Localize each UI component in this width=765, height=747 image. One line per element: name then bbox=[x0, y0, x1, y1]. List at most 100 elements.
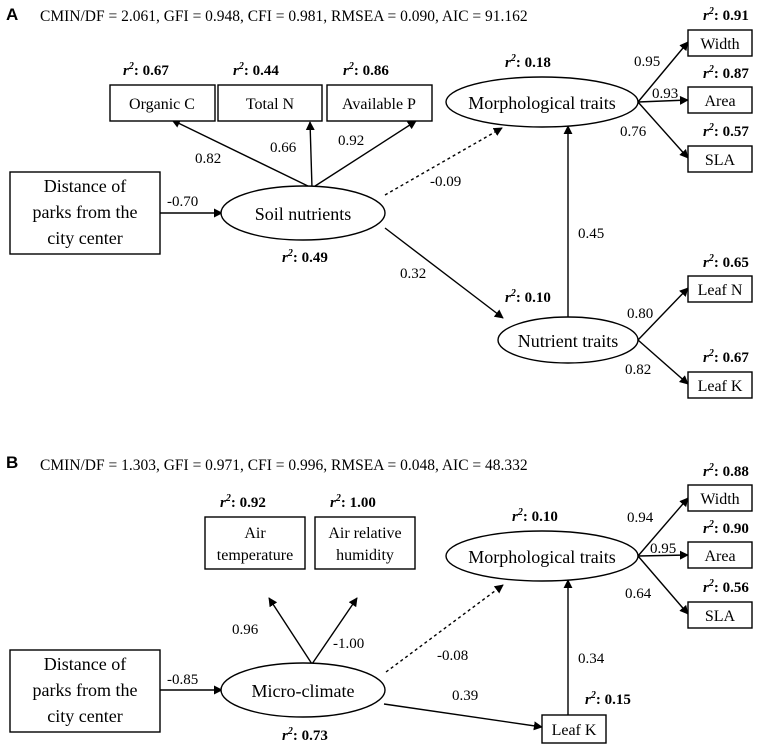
morph-ellipse-b bbox=[445, 530, 639, 582]
air-humidity-line-1: Air relative bbox=[328, 525, 401, 542]
leaf-k-box-a bbox=[687, 371, 753, 399]
distance-box-b bbox=[9, 649, 161, 733]
distance-line-3-b: city center bbox=[47, 706, 122, 726]
soil-nutrients-ellipse bbox=[220, 185, 386, 241]
arrow-morph-width bbox=[637, 41, 689, 103]
r2-width-b: r2: 0.88 bbox=[703, 462, 749, 480]
arrow-morph-width-b bbox=[637, 497, 689, 557]
coef-morph-area-a: 0.93 bbox=[652, 86, 678, 102]
micro-climate-label: Micro-climate bbox=[252, 681, 355, 701]
arrow-morph-sla bbox=[637, 101, 689, 159]
r2-leaf-k-b: r2: 0.15 bbox=[585, 690, 631, 708]
r2-sla-a: r2: 0.57 bbox=[703, 122, 749, 140]
area-box-b bbox=[687, 541, 753, 569]
arrow-soil-availp bbox=[311, 120, 417, 189]
air-temperature-line-1: Air bbox=[244, 525, 266, 542]
morph-label-a: Morphological traits bbox=[468, 93, 615, 113]
panel-b-fit-indices: CMIN/DF = 1.303, GFI = 0.971, CFI = 0.99… bbox=[40, 457, 528, 474]
available-p-box bbox=[326, 84, 433, 122]
r2-leaf-n-a: r2: 0.65 bbox=[703, 253, 749, 271]
arrow-soil-totaln bbox=[305, 121, 315, 189]
r2-width-a: r2: 0.91 bbox=[703, 6, 749, 24]
r2-sla-b: r2: 0.56 bbox=[703, 578, 749, 596]
coef-morph-sla-b: 0.64 bbox=[625, 586, 652, 602]
air-temperature-box bbox=[204, 516, 306, 570]
nutrient-traits-ellipse bbox=[497, 316, 639, 364]
r2-organic: r2: 0.67 bbox=[123, 61, 169, 79]
coef-morph-width-b: 0.94 bbox=[627, 510, 654, 526]
panel-b-letter: B bbox=[6, 453, 18, 472]
total-n-box bbox=[217, 84, 323, 122]
panel-b: B CMIN/DF = 1.303, GFI = 0.971, CFI = 0.… bbox=[6, 453, 753, 744]
arrow-soil-nutrient bbox=[384, 227, 504, 319]
distance-line-2-b: parks from the bbox=[33, 680, 138, 700]
organic-c-box bbox=[109, 84, 216, 122]
coef-nutrient-leafk: 0.82 bbox=[625, 362, 651, 378]
arrow-soil-organic bbox=[171, 119, 313, 189]
distance-line-2: parks from the bbox=[33, 202, 138, 222]
area-label-b: Area bbox=[704, 548, 735, 565]
panel-a-fit-indices: CMIN/DF = 2.061, GFI = 0.948, CFI = 0.98… bbox=[40, 8, 528, 25]
area-label-a: Area bbox=[704, 93, 735, 110]
coef-micro-temp: 0.96 bbox=[232, 622, 259, 638]
coef-soil-morph-a: -0.09 bbox=[430, 174, 461, 190]
coef-soil-nutrient: 0.32 bbox=[400, 266, 426, 282]
width-label-a: Width bbox=[700, 36, 739, 53]
total-n-label: Total N bbox=[246, 96, 295, 113]
sla-box-a bbox=[687, 145, 753, 173]
air-humidity-box bbox=[314, 516, 416, 570]
micro-climate-ellipse bbox=[220, 662, 386, 718]
distance-line-1: Distance of bbox=[44, 176, 126, 196]
coef-nutrient-leafn: 0.80 bbox=[627, 306, 653, 322]
coef-nutrient-morph: 0.45 bbox=[578, 226, 604, 242]
r2-air-humidity: r2: 1.00 bbox=[330, 493, 376, 511]
coef-micro-leafk: 0.39 bbox=[452, 688, 478, 704]
coef-soil-availp: 0.92 bbox=[338, 133, 364, 149]
arrow-nutrient-leafn bbox=[637, 287, 689, 341]
coef-micro-humidity: -1.00 bbox=[333, 636, 364, 652]
arrow-micro-temp bbox=[268, 597, 313, 665]
distance-box-a bbox=[9, 171, 161, 255]
r2-micro: r2: 0.73 bbox=[282, 726, 328, 744]
leaf-k-box-b bbox=[541, 714, 607, 744]
coef-morph-area-b: 0.95 bbox=[650, 541, 676, 557]
leaf-n-box-a bbox=[687, 275, 753, 303]
r2-morph-a: r2: 0.18 bbox=[505, 53, 551, 71]
coef-morph-width-a: 0.95 bbox=[634, 54, 660, 70]
nutrient-traits-label: Nutrient traits bbox=[518, 331, 618, 351]
coef-morph-sla-a: 0.76 bbox=[620, 124, 647, 140]
arrow-micro-morph-dotted bbox=[385, 584, 504, 673]
sla-label-a: SLA bbox=[705, 152, 736, 169]
sla-label-b: SLA bbox=[705, 608, 736, 625]
leaf-n-label-a: Leaf N bbox=[698, 282, 743, 299]
r2-soil: r2: 0.49 bbox=[282, 248, 328, 266]
r2-air-temp: r2: 0.92 bbox=[220, 493, 266, 511]
available-p-label: Available P bbox=[342, 96, 416, 113]
panel-a: A CMIN/DF = 2.061, GFI = 0.948, CFI = 0.… bbox=[6, 5, 753, 399]
r2-area-b: r2: 0.90 bbox=[703, 519, 749, 537]
width-label-b: Width bbox=[700, 491, 739, 508]
arrow-soil-morph-dotted bbox=[384, 127, 503, 196]
arrow-nutrient-leafk bbox=[637, 339, 689, 385]
organic-c-label: Organic C bbox=[129, 96, 195, 113]
arrow-morph-area-b bbox=[637, 550, 689, 560]
morph-ellipse-a bbox=[445, 76, 639, 128]
r2-morph-b: r2: 0.10 bbox=[512, 507, 558, 525]
panel-a-letter: A bbox=[6, 5, 18, 24]
leaf-k-label-b: Leaf K bbox=[552, 722, 597, 739]
width-box-b bbox=[687, 484, 753, 512]
coef-micro-morph: -0.08 bbox=[437, 648, 468, 664]
r2-area-a: r2: 0.87 bbox=[703, 64, 749, 82]
arrow-micro-leafk bbox=[383, 703, 543, 731]
leaf-k-label-a: Leaf K bbox=[698, 378, 743, 395]
sla-box-b bbox=[687, 601, 753, 629]
r2-leaf-k-a: r2: 0.67 bbox=[703, 348, 749, 366]
arrow-morph-area bbox=[637, 95, 689, 105]
coef-dist-soil-a: -0.70 bbox=[167, 194, 198, 210]
area-box-a bbox=[687, 86, 753, 114]
r2-total-n: r2: 0.44 bbox=[233, 61, 279, 79]
coef-dist-micro: -0.85 bbox=[167, 672, 198, 688]
r2-available-p: r2: 0.86 bbox=[343, 61, 389, 79]
arrow-micro-humidity bbox=[311, 597, 358, 665]
